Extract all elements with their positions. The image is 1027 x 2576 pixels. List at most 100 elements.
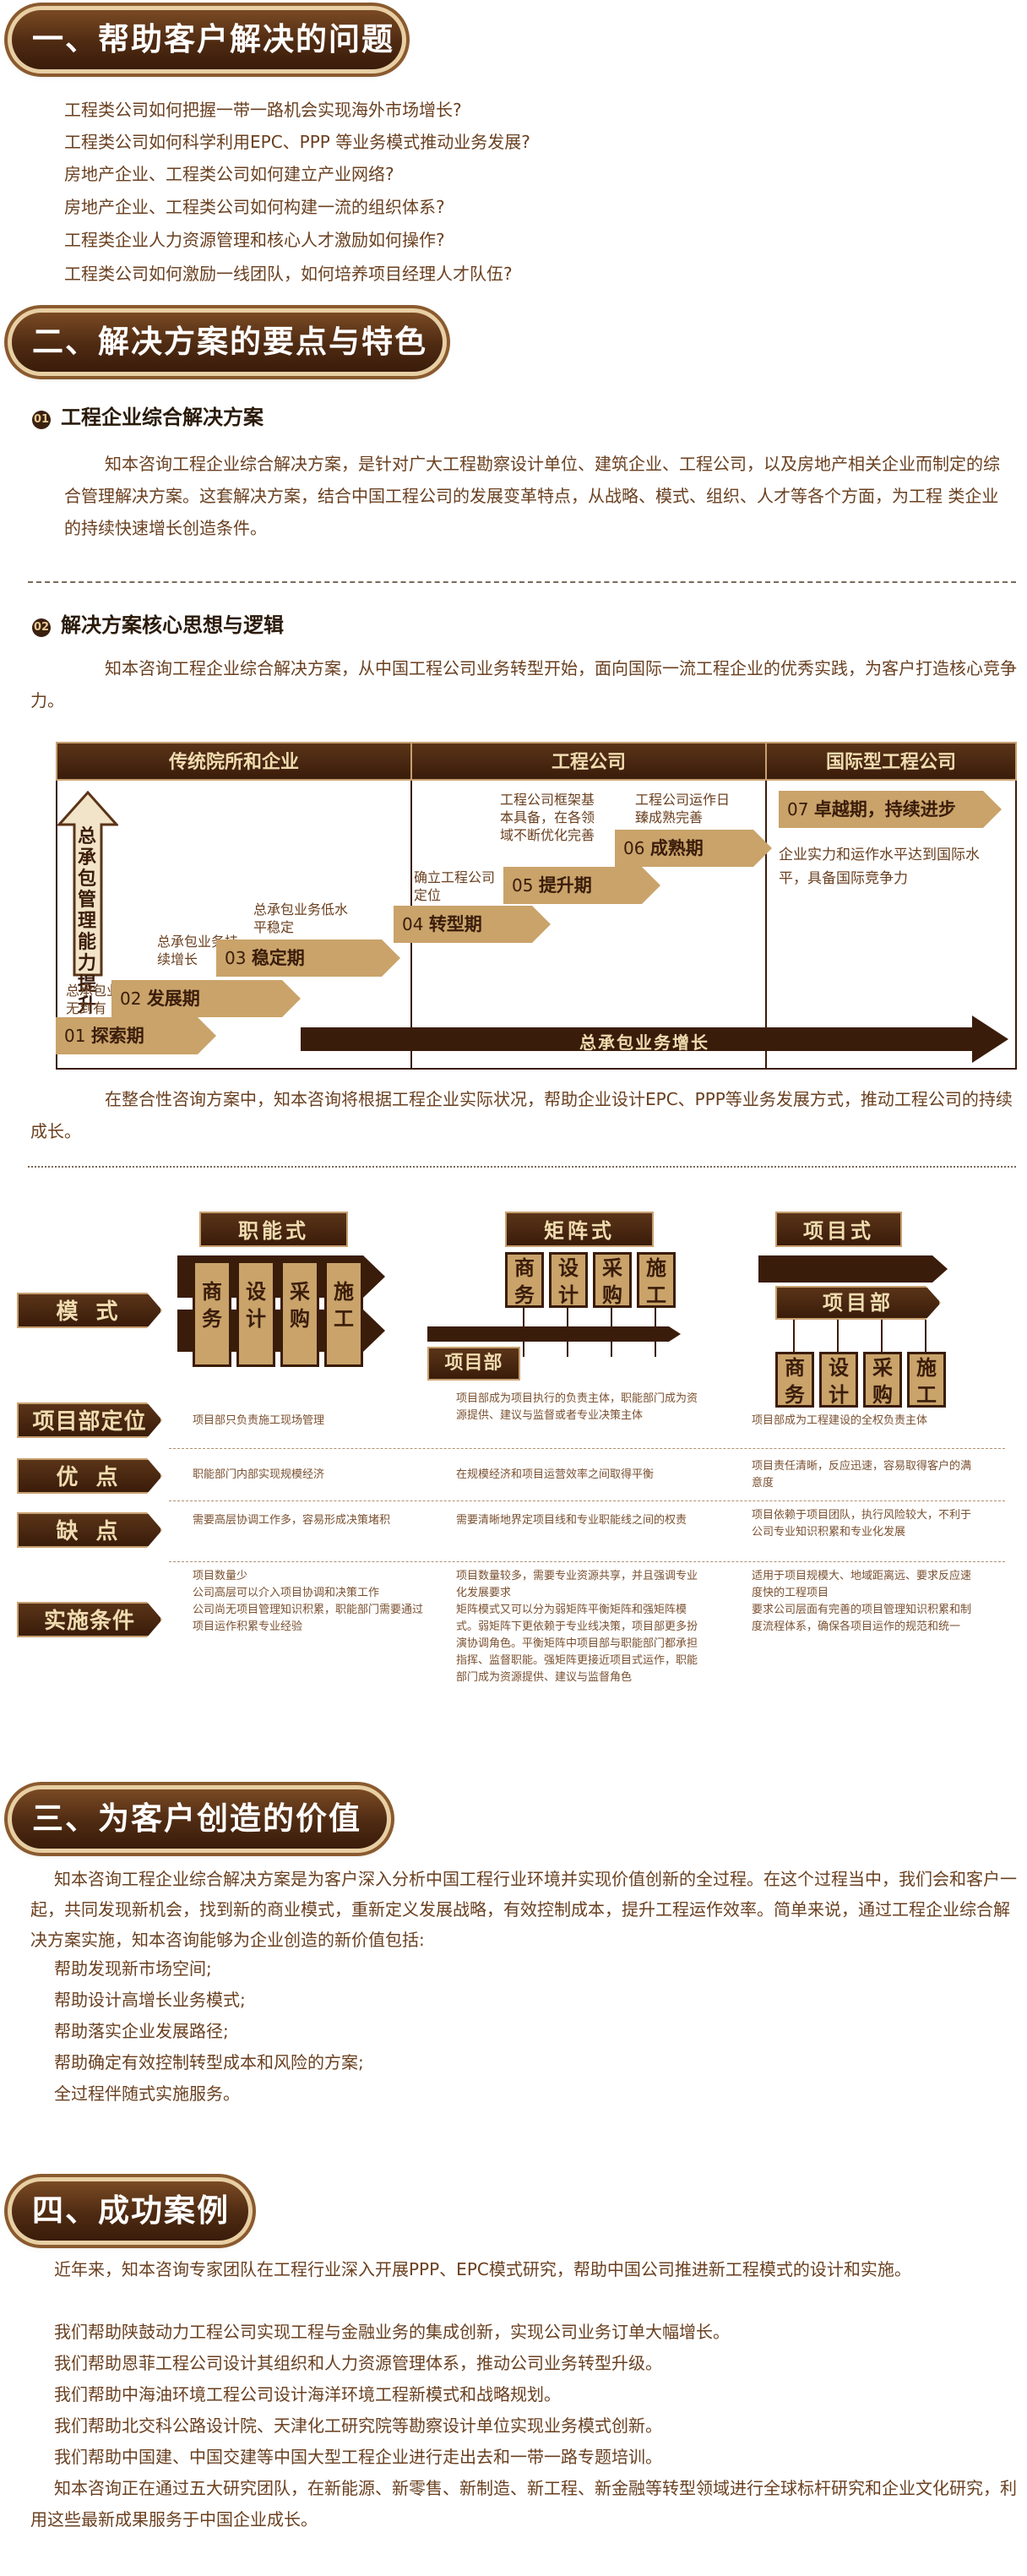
row-label-conditions: 实施条件	[17, 1602, 162, 1637]
dashed-divider	[28, 581, 1016, 583]
stage-name: 成熟期	[649, 838, 704, 858]
stage-num: 02	[120, 988, 142, 1009]
stage-num: 05	[512, 875, 534, 896]
vertical-arrow-label: 总承包管理能力提升	[77, 826, 96, 1016]
matrix-cell: 项目数量少 公司高层可以介入项目协调和决策工作 公司尚无项目管理知识积累，职能部…	[193, 1570, 424, 1633]
matrix-cell: 在规模经济和项目运营效率之间取得平衡	[456, 1468, 655, 1481]
org-matrix: 职能式 矩阵式 项目式 模 式 项目部定位 优 点 缺 点 实施条件 商务 设计…	[0, 1191, 1027, 1766]
question-item: 工程类企业人力资源管理和核心人才激励如何操作?	[64, 230, 445, 250]
question-item: 工程类公司如何科学利用EPC、PPP 等业务模式推动业务发展?	[64, 132, 530, 152]
matrix-cell: 项目部只负责施工现场管理	[193, 1414, 325, 1427]
matrix-cell: 项目依赖于项目团队，执行风险较大，不利于公司专业知识积累和专业化发展	[752, 1509, 972, 1539]
case-item: 我们帮助恩菲工程公司设计其组织和人力资源管理体系，推动公司业务转型升级。	[54, 2353, 662, 2373]
stage-num: 03	[225, 948, 247, 968]
stage-05: 05 提升期	[503, 867, 660, 904]
stage-note: 总承包业务低水平稳定	[253, 901, 349, 935]
matrix-cell: 适用于项目规模大、地域距离远、要求反应速度快的工程项目 要求公司层面有完善的项目…	[752, 1570, 972, 1633]
dept-column: 采购	[593, 1252, 632, 1308]
question-item: 房地产企业、工程类公司如何构建一流的组织体系?	[64, 197, 445, 217]
stage-03: 03 稳定期	[216, 939, 400, 977]
stage-header: 国际型工程公司	[765, 742, 1017, 781]
project-dept-box: 项目部	[427, 1347, 520, 1381]
value-item: 帮助确定有效控制转型成本和风险的方案;	[54, 2052, 364, 2072]
dept-column: 设计	[819, 1352, 858, 1408]
dept-column: 设计	[236, 1261, 275, 1367]
dept-column: 施工	[324, 1261, 363, 1367]
case-item: 我们帮助北交科公路设计院、天津化工研究院等勘察设计单位实现业务模式创新。	[54, 2415, 662, 2436]
paragraph: 知本咨询工程企业综合解决方案是为客户深入分析中国工程行业环境并实现价值创新的全过…	[30, 1869, 1017, 1950]
question-item: 工程类公司如何激励一线团队，如何培养项目经理人才队伍?	[64, 264, 513, 284]
project-dept-box: 项目部	[775, 1286, 941, 1320]
paragraph: 在整合性咨询方案中，知本咨询将根据工程企业实际状况，帮助企业设计EPC、PPP等…	[30, 1089, 1013, 1141]
arrow-bar	[427, 1326, 681, 1342]
stage-header: 传统院所和企业	[56, 742, 412, 781]
matrix-header: 职能式	[199, 1212, 348, 1247]
stage-num: 01	[64, 1026, 86, 1046]
case-item: 我们帮助陕鼓动力工程公司实现工程与金融业务的集成创新，实现公司业务订单大幅增长。	[54, 2322, 730, 2342]
frame-divider	[765, 742, 767, 1070]
section1-banner: 一、帮助客户解决的问题	[12, 10, 402, 69]
matrix-header: 矩阵式	[505, 1212, 654, 1247]
arrow-bar	[758, 1255, 948, 1283]
row-divider	[169, 1500, 1005, 1501]
subsection-title: 02 解决方案核心思想与逻辑	[32, 608, 284, 638]
connector-lines	[793, 1320, 926, 1352]
dept-column: 商务	[505, 1252, 544, 1308]
dept-column: 商务	[193, 1261, 231, 1367]
subsection-title-text: 工程企业综合解决方案	[61, 406, 264, 429]
dept-column: 商务	[775, 1352, 814, 1408]
dept-column: 施工	[637, 1252, 676, 1308]
bottom-arrow-icon	[301, 1016, 1008, 1063]
stage-name: 卓越期，持续进步	[813, 799, 956, 820]
stage-name: 探索期	[90, 1026, 144, 1046]
stage-name: 发展期	[146, 988, 200, 1009]
value-item: 帮助落实企业发展路径;	[54, 2021, 229, 2041]
dept-column: 采购	[863, 1352, 902, 1408]
section2-banner: 二、解决方案的要点与特色	[12, 313, 443, 372]
paragraph: 近年来，知本咨询专家团队在工程行业深入开展PPP、EPC模式研究，帮助中国公司推…	[54, 2259, 911, 2279]
section4-banner: 四、成功案例	[12, 2181, 248, 2241]
row-label-pros: 优 点	[17, 1458, 162, 1494]
row-label-positioning: 项目部定位	[17, 1402, 162, 1438]
dashed-divider	[28, 1166, 1016, 1168]
question-item: 工程类公司如何把握一带一路机会实现海外市场增长?	[64, 100, 462, 120]
matrix-cell: 需要清晰地界定项目线和专业职能线之间的权责	[456, 1514, 687, 1527]
stage-name: 提升期	[538, 875, 592, 896]
case-item: 我们帮助中国建、中国交建等中国大型工程企业进行走出去和一带一路专题培训。	[54, 2447, 662, 2467]
stage-04: 04 转型期	[394, 906, 551, 943]
subsection-number: 02	[32, 618, 51, 637]
row-divider	[169, 1448, 1005, 1449]
value-item: 帮助设计高增长业务模式;	[54, 1990, 246, 2010]
subsection-number: 01	[32, 411, 51, 429]
stage-name: 稳定期	[251, 948, 305, 968]
matrix-cell: 项目部成为工程建设的全权负责主体	[752, 1414, 928, 1427]
subsection-title: 01 工程企业综合解决方案	[32, 400, 264, 430]
question-item: 房地产企业、工程类公司如何建立产业网络?	[64, 164, 394, 184]
stage-note: 工程公司运作日臻成熟完善	[635, 792, 731, 825]
stage-num: 04	[402, 914, 424, 934]
matrix-header: 项目式	[775, 1212, 902, 1247]
stage-note: 企业实力和运作水平达到国际水平，具备国际竞争力	[779, 847, 980, 887]
bottom-arrow-label: 总承包业务增长	[579, 1032, 709, 1053]
stage-01: 01 探索期	[56, 1017, 216, 1054]
value-item: 全过程伴随式实施服务。	[54, 2083, 240, 2104]
dept-column: 设计	[549, 1252, 588, 1308]
stage-06: 06 成熟期	[615, 830, 772, 867]
value-item: 帮助发现新市场空间;	[54, 1958, 212, 1979]
stage-diagram: 传统院所和企业 工程公司 国际型工程公司 总承包管理能力提升 总承包业务增长 0…	[56, 742, 1019, 1071]
stage-header: 工程公司	[410, 742, 767, 781]
dept-column: 施工	[907, 1352, 946, 1408]
row-divider	[169, 1561, 1005, 1562]
matrix-cell: 职能部门内部实现规模经济	[193, 1468, 325, 1481]
stage-name: 转型期	[428, 914, 482, 934]
subsection-title-text: 解决方案核心思想与逻辑	[61, 613, 284, 637]
row-label-mode: 模 式	[17, 1293, 162, 1328]
matrix-cell: 项目数量较多，需要专业资源共享，并且强调专业化发展要求 矩阵模式又可以分为弱矩阵…	[456, 1570, 698, 1684]
paragraph: 知本咨询正在通过五大研究团队，在新能源、新零售、新制造、新工程、新金融等转型领域…	[30, 2478, 1017, 2530]
stage-num: 07	[787, 799, 809, 820]
matrix-cell: 项目部成为项目执行的负责主体，职能部门成为资源提供、建议与监督或者专业决策主体	[456, 1392, 698, 1422]
paragraph: 知本咨询工程企业综合解决方案，从中国工程公司业务转型开始，面向国际一流工程企业的…	[30, 658, 1017, 711]
paragraph: 知本咨询工程企业综合解决方案，是针对广大工程勘察设计单位、建筑企业、工程公司，以…	[64, 454, 1000, 538]
stage-note: 工程公司框架基本具备，在各领域不断优化完善	[500, 792, 595, 843]
stage-num: 06	[623, 838, 645, 858]
